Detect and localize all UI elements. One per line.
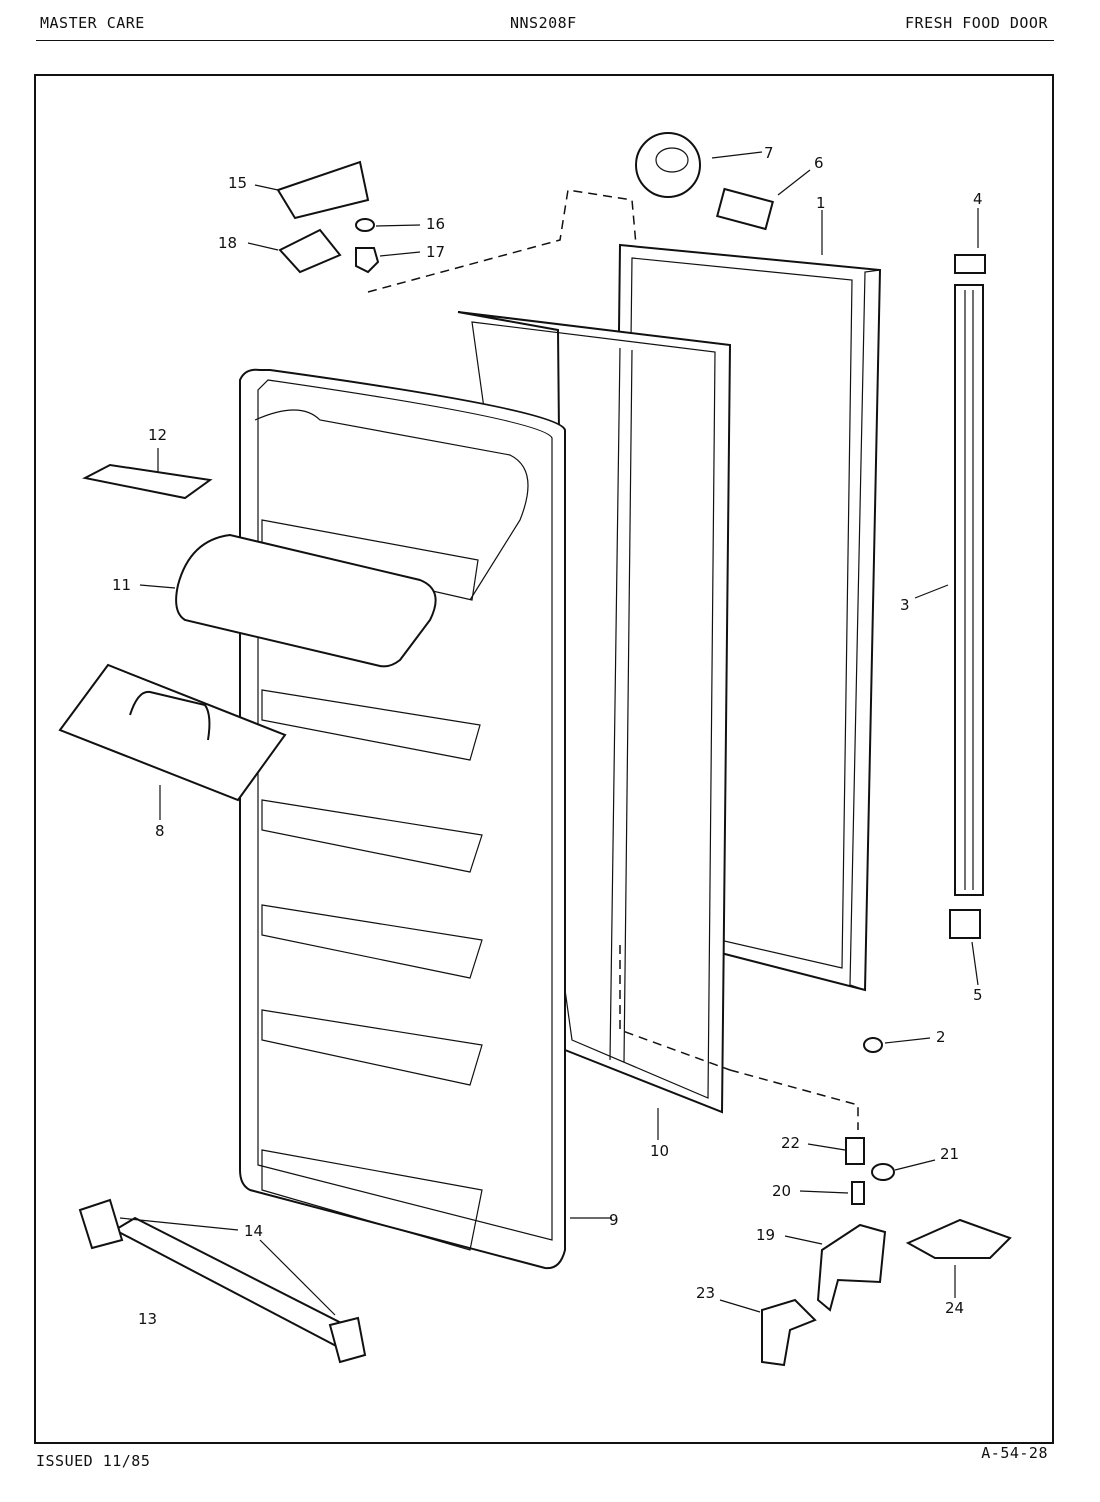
liner-frame [457,311,732,1114]
callout-9: 9 [609,1211,619,1229]
hinge-plate-part [905,1218,1012,1259]
callout-10: 10 [650,1142,669,1160]
bottom-trim-part [78,1198,367,1364]
callout-18: 18 [218,234,237,252]
dairy-door-part [175,533,437,668]
callout-21: 21 [940,1145,959,1163]
header-model: NNS208F [510,14,577,32]
callout-23: 23 [696,1284,715,1302]
callout-1: 1 [816,194,826,212]
callout-15: 15 [228,174,247,192]
footer-page-code: A-54-28 [981,1444,1048,1462]
callout-4: 4 [973,190,983,208]
top-hinge-part [276,160,370,220]
callout-22: 22 [781,1134,800,1152]
cover-plate-part [716,187,774,231]
callout-20: 20 [772,1182,791,1200]
egg-tray-part [58,663,287,802]
header-brand: MASTER CARE [40,14,145,32]
header-rule [36,40,1054,41]
bushing-part [355,247,380,274]
bearing-part [845,1137,865,1165]
assembly-line-bottom [729,1069,859,1130]
washer-part [355,218,375,232]
callout-14: 14 [244,1222,263,1240]
callout-11: 11 [112,576,131,594]
gasket-end-cap-top [954,254,986,274]
callout-7: 7 [764,144,774,162]
inner-door-liner [239,368,566,1270]
gasket-end-cap-bottom [949,909,981,939]
callout-16: 16 [426,215,445,233]
callout-13: 13 [138,1310,157,1328]
callout-2: 2 [936,1028,946,1046]
footer-issued: ISSUED 11/85 [36,1452,151,1470]
diagram-frame [34,74,1054,1444]
door-gasket-strip [954,284,984,896]
callout-3: 3 [900,596,910,614]
callout-19: 19 [756,1226,775,1244]
callout-17: 17 [426,243,445,261]
hinge-shim-part [278,228,342,274]
handle-knob-part [635,132,701,198]
header-section: FRESH FOOD DOOR [905,14,1048,32]
callout-leaders [119,151,979,1316]
callout-12: 12 [148,426,167,444]
callout-5: 5 [973,986,983,1004]
bottom-hinge-bracket [816,1223,887,1312]
assembly-line-hinge [367,189,637,293]
callout-labels: 1 2 3 4 5 6 7 8 9 10 11 12 13 14 15 16 1… [112,144,983,1328]
cam-bracket-part [761,1298,817,1367]
pin-part [851,1181,865,1205]
callout-6: 6 [814,154,824,172]
callout-24: 24 [945,1299,964,1317]
spacer-part [871,1163,895,1181]
plug-part [863,1037,883,1053]
door-stop-part [82,463,213,500]
callout-8: 8 [155,822,165,840]
